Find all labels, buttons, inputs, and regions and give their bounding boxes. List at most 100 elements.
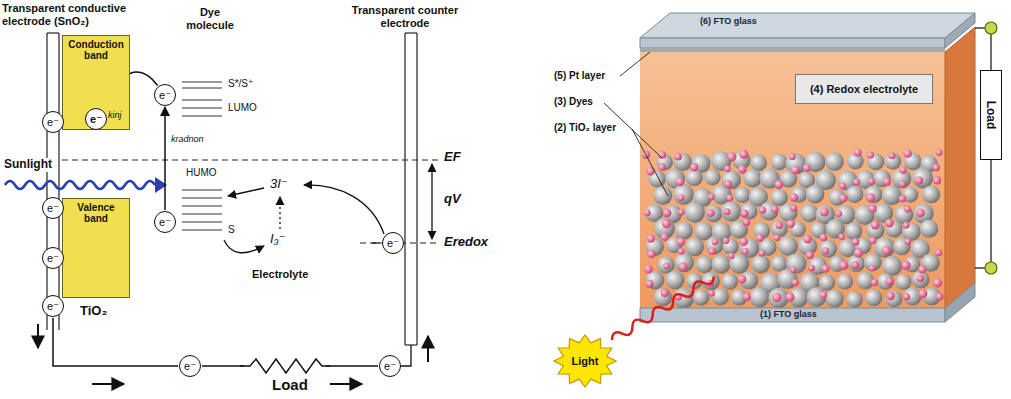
- cell-wiring-part: [985, 22, 997, 34]
- label-text: Eredox: [444, 235, 488, 250]
- node-text: e⁻: [47, 117, 59, 128]
- label-text: Load: [272, 376, 308, 393]
- tio2-particle: [845, 222, 863, 240]
- tio2-particle: [882, 256, 902, 276]
- tio2-particle: [846, 291, 863, 308]
- tio2-particle: [685, 237, 704, 256]
- cell-wiring-part: [990, 34, 991, 70]
- node-text: e⁻: [47, 301, 59, 312]
- tio2-particle: [877, 273, 894, 290]
- dye-particle: [662, 219, 671, 228]
- tio2-particle: [825, 152, 844, 171]
- dye-particle: [820, 291, 827, 298]
- tio2-particle: [684, 202, 705, 223]
- dye-particle: [743, 218, 750, 225]
- tio2-particle: [885, 290, 902, 307]
- dye-particle: [661, 233, 669, 241]
- dye-particle: [679, 262, 688, 271]
- label-text: S: [228, 224, 235, 236]
- dye-particle: [739, 237, 748, 246]
- counter-electrode-part: [405, 32, 417, 33]
- dye-particle: [918, 265, 926, 273]
- dye-particle: [854, 248, 863, 257]
- particles: [642, 149, 944, 309]
- node-text: e⁻: [387, 238, 399, 249]
- dye-particle: [871, 221, 880, 230]
- cell-wiring-part: [985, 262, 997, 274]
- tio2-particle: [653, 186, 672, 205]
- dye-particle: [771, 205, 779, 213]
- pt-layer: [640, 48, 945, 52]
- tio2-particle: [693, 289, 709, 305]
- dye-particle: [678, 209, 685, 216]
- counter-electrode: [405, 33, 417, 345]
- dye-particle: [727, 152, 736, 161]
- cell-3d-part: [945, 27, 975, 308]
- node-text: (4) Redox electrolyte: [810, 83, 918, 95]
- dye-particle: [772, 293, 781, 302]
- current-arrows-part: [330, 383, 362, 385]
- dye-particle: [916, 275, 924, 283]
- dye-particle: [663, 263, 669, 269]
- dye-particle: [776, 222, 783, 229]
- counter-electrode-part: [416, 33, 417, 345]
- tio2-particle: [696, 256, 714, 274]
- dye-particle: [724, 208, 731, 215]
- load-box: Load: [980, 70, 1002, 160]
- node-text: e⁻: [47, 203, 59, 214]
- label-text: (6) FTO glass: [700, 16, 757, 26]
- tio2-particle: [675, 222, 693, 240]
- tio2-particle: [712, 255, 731, 274]
- dye-particle: [774, 234, 781, 241]
- dye-particle: [661, 289, 669, 297]
- tio2-particle: [721, 201, 741, 221]
- leader-lines-part: [632, 129, 668, 196]
- dye-particle: [871, 279, 878, 286]
- dye-levels-part: [182, 82, 222, 83]
- dye-particle: [903, 149, 912, 158]
- dye-particle: [708, 247, 715, 254]
- tio2-particle: [848, 255, 865, 272]
- dye-particle: [933, 164, 940, 171]
- dye-particle: [839, 183, 846, 190]
- connector: [53, 318, 178, 366]
- tio2-particle: [759, 202, 778, 221]
- dye-particle: [869, 237, 876, 244]
- dye-particle: [675, 177, 684, 186]
- dye-particle: [854, 149, 862, 157]
- dye-particle: [918, 289, 927, 298]
- dye-particle: [933, 278, 942, 287]
- dye-particle: [647, 250, 656, 259]
- electron-circle: e⁻: [42, 247, 64, 269]
- label-text: kinj: [108, 110, 122, 120]
- dye-particle: [759, 206, 766, 213]
- tio2-particle: [903, 287, 921, 305]
- dye-particle: [663, 208, 672, 217]
- dye-levels-part: [182, 190, 222, 191]
- dye-particle: [936, 293, 944, 301]
- dye-particle: [658, 163, 665, 170]
- burst-outline: [554, 335, 616, 387]
- light-wave-part: [610, 273, 717, 344]
- node-text: Light: [572, 355, 599, 367]
- conductive-electrode-part: [47, 32, 59, 33]
- tio2-particle: [702, 272, 720, 290]
- dye-particle: [899, 195, 906, 202]
- dye-particle: [708, 194, 715, 201]
- dye-particle: [936, 149, 943, 156]
- redox-cycle-part: [304, 185, 384, 234]
- dye-particle: [791, 166, 800, 175]
- electron-circle: e⁻: [85, 108, 107, 130]
- dye-particle: [723, 238, 729, 244]
- dye-particle: [707, 209, 715, 217]
- dye-particle: [738, 165, 747, 174]
- sunlight-wave-part: [5, 181, 155, 189]
- dye-particle: [726, 194, 733, 201]
- dye-particle: [820, 207, 829, 216]
- label-text: Electrolyte: [252, 268, 308, 281]
- dye-particle: [868, 178, 875, 185]
- electron-circle: e⁻: [379, 355, 401, 377]
- dye-particle: [678, 248, 685, 255]
